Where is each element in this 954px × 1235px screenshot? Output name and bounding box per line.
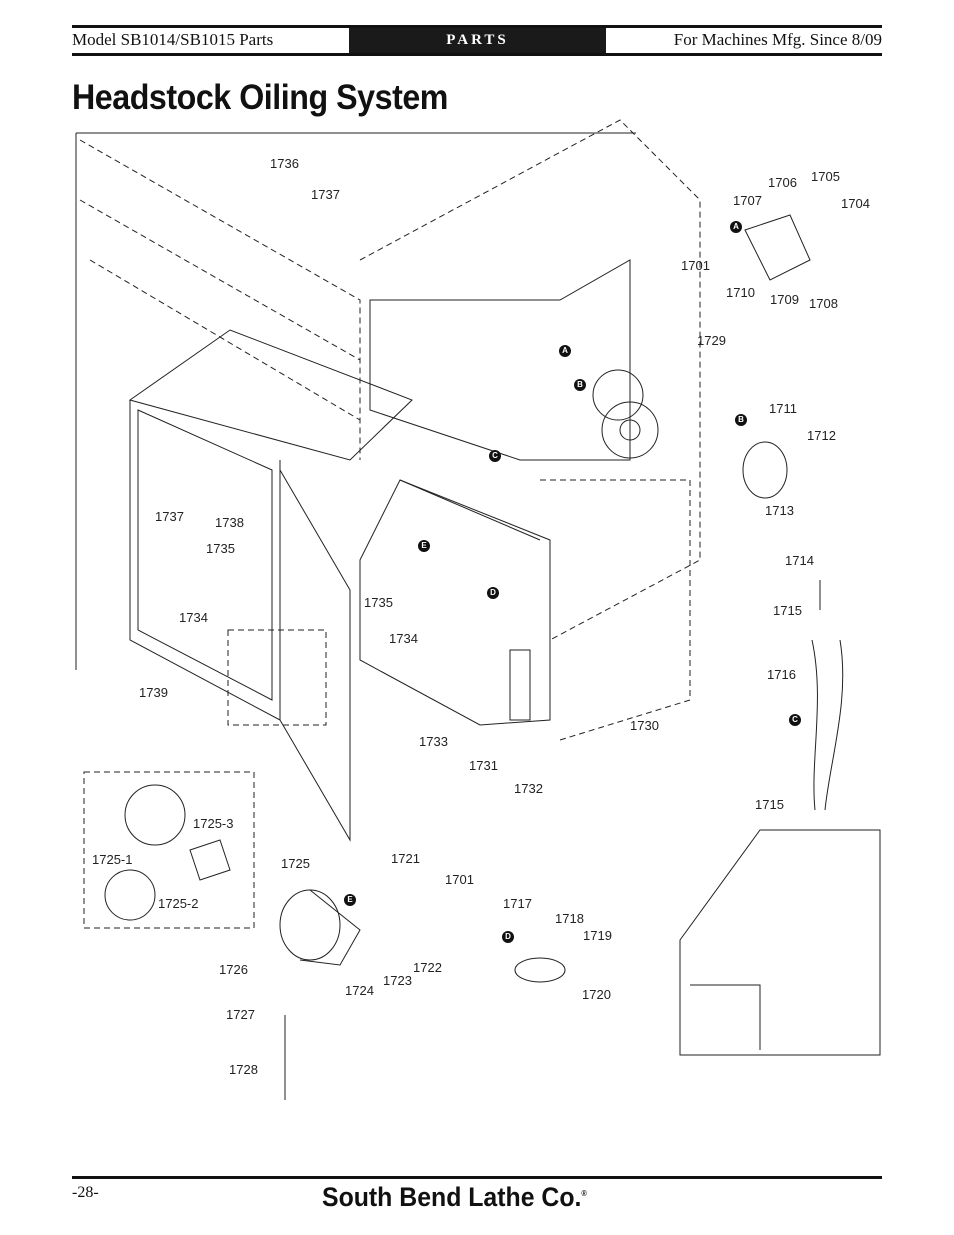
part-label: 1736 xyxy=(270,156,299,171)
part-label: 1709 xyxy=(770,292,799,307)
ref-marker: A xyxy=(730,221,742,233)
brand-logo: South Bend Lathe Co.® xyxy=(322,1182,587,1213)
part-label: 1720 xyxy=(582,987,611,1002)
part-label: 1713 xyxy=(765,503,794,518)
page-number: -28- xyxy=(72,1184,99,1201)
part-label: 1729 xyxy=(697,333,726,348)
part-label: 1732 xyxy=(514,781,543,796)
part-label: 1716 xyxy=(767,667,796,682)
part-label: 1726 xyxy=(219,962,248,977)
ref-marker: E xyxy=(418,540,430,552)
ref-marker: C xyxy=(489,450,501,462)
brand-name: South Bend Lathe Co. xyxy=(322,1182,582,1212)
ref-marker: B xyxy=(735,414,747,426)
part-label: 1718 xyxy=(555,911,584,926)
part-label: 1723 xyxy=(383,973,412,988)
header-rule-top xyxy=(72,25,882,28)
part-label: 1715 xyxy=(755,797,784,812)
part-label: 1708 xyxy=(809,296,838,311)
part-label: 1735 xyxy=(206,541,235,556)
ref-marker: D xyxy=(487,587,499,599)
part-label: 1727 xyxy=(226,1007,255,1022)
part-label: 1717 xyxy=(503,896,532,911)
header-model: Model SB1014/SB1015 Parts xyxy=(72,30,274,49)
part-label: 1714 xyxy=(785,553,814,568)
header-date: For Machines Mfg. Since 8/09 xyxy=(673,30,882,49)
part-label: 1725-1 xyxy=(92,852,133,867)
part-label: 1705 xyxy=(811,169,840,184)
ref-marker: D xyxy=(502,931,514,943)
part-label: 1712 xyxy=(807,428,836,443)
page-title: Headstock Oiling System xyxy=(72,78,448,117)
part-label: 1737 xyxy=(155,509,184,524)
part-label: 1725-3 xyxy=(193,816,234,831)
ref-marker: E xyxy=(344,894,356,906)
part-label: 1725 xyxy=(281,856,310,871)
part-label: 1701 xyxy=(445,872,474,887)
ref-marker: A xyxy=(559,345,571,357)
part-label: 1721 xyxy=(391,851,420,866)
part-label: 1734 xyxy=(389,631,418,646)
part-label: 1728 xyxy=(229,1062,258,1077)
part-label: 1707 xyxy=(733,193,762,208)
registered-mark: ® xyxy=(581,1189,587,1198)
part-label: 1735 xyxy=(364,595,393,610)
footer-rule xyxy=(72,1176,882,1179)
part-label: 1704 xyxy=(841,196,870,211)
part-label: 1737 xyxy=(311,187,340,202)
part-label: 1710 xyxy=(726,285,755,300)
part-label: 1731 xyxy=(469,758,498,773)
ref-marker: B xyxy=(574,379,586,391)
part-label: 1715 xyxy=(773,603,802,618)
header-section: PARTS xyxy=(349,28,606,53)
part-label: 1733 xyxy=(419,734,448,749)
part-label: 1706 xyxy=(768,175,797,190)
part-label: 1738 xyxy=(215,515,244,530)
part-label: 1701 xyxy=(681,258,710,273)
part-label: 1725-2 xyxy=(158,896,199,911)
part-label: 1739 xyxy=(139,685,168,700)
part-label: 1730 xyxy=(630,718,659,733)
ref-marker: C xyxy=(789,714,801,726)
part-label: 1722 xyxy=(413,960,442,975)
part-label: 1719 xyxy=(583,928,612,943)
header-rule-bottom xyxy=(72,53,882,56)
part-label: 1711 xyxy=(769,401,797,416)
part-label: 1724 xyxy=(345,983,374,998)
part-label: 1734 xyxy=(179,610,208,625)
